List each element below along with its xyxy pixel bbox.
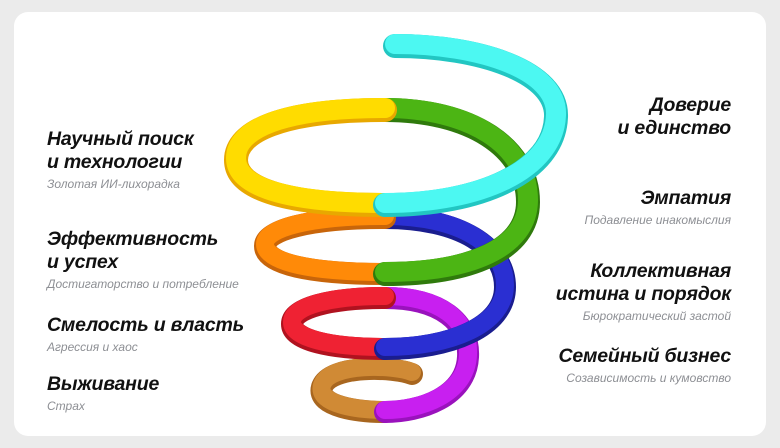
level-label-orange: Эффективность и успех Достигаторство и п… bbox=[47, 228, 239, 291]
level-title: Научный поиск и технологии bbox=[47, 128, 194, 174]
title-line: Выживание bbox=[47, 373, 160, 395]
level-label-green: Эмпатия Подавление инакомыслия bbox=[584, 187, 732, 227]
level-subtitle: Подавление инакомыслия bbox=[584, 213, 731, 227]
level-subtitle: Золотая ИИ-лихорадка bbox=[47, 177, 180, 191]
level-label-red: Смелость и власть Агрессия и хаос bbox=[47, 314, 244, 354]
title-line: Доверие bbox=[649, 94, 732, 116]
title-line: и технологии bbox=[47, 151, 183, 173]
title-line: и единство bbox=[617, 117, 731, 139]
title-line: и успех bbox=[47, 251, 118, 273]
title-line: Научный поиск bbox=[47, 128, 194, 150]
title-line: Смелость и власть bbox=[47, 314, 244, 336]
title-line: Эффективность bbox=[47, 228, 219, 250]
level-label-turquoise: Доверие и единство bbox=[617, 94, 731, 140]
level-label-purple: Семейный бизнес Созависимость и кумовств… bbox=[558, 345, 731, 385]
level-title: Эффективность и успех bbox=[47, 228, 239, 274]
level-subtitle: Бюрократический застой bbox=[582, 309, 731, 323]
level-label-blue: Коллективная истина и порядок Бюрократич… bbox=[556, 260, 731, 323]
level-subtitle: Страх bbox=[47, 399, 85, 413]
level-label-beige: Выживание Страх bbox=[47, 373, 159, 413]
title-line: Семейный бизнес bbox=[558, 345, 731, 367]
level-subtitle: Агрессия и хаос bbox=[47, 340, 138, 354]
level-subtitle: Созависимость и кумовство bbox=[566, 371, 731, 385]
title-line: Коллективная bbox=[590, 260, 731, 282]
level-title: Выживание bbox=[47, 373, 159, 396]
level-subtitle: Достигаторство и потребление bbox=[47, 277, 239, 291]
level-title: Коллективная истина и порядок bbox=[556, 260, 731, 306]
title-line: Эмпатия bbox=[640, 187, 731, 209]
level-title: Семейный бизнес bbox=[558, 345, 731, 368]
level-title: Доверие и единство bbox=[617, 94, 731, 140]
title-line: истина и порядок bbox=[555, 283, 731, 305]
level-title: Смелость и власть bbox=[47, 314, 244, 337]
level-label-yellow: Научный поиск и технологии Золотая ИИ-ли… bbox=[47, 128, 194, 191]
level-title: Эмпатия bbox=[585, 187, 731, 210]
